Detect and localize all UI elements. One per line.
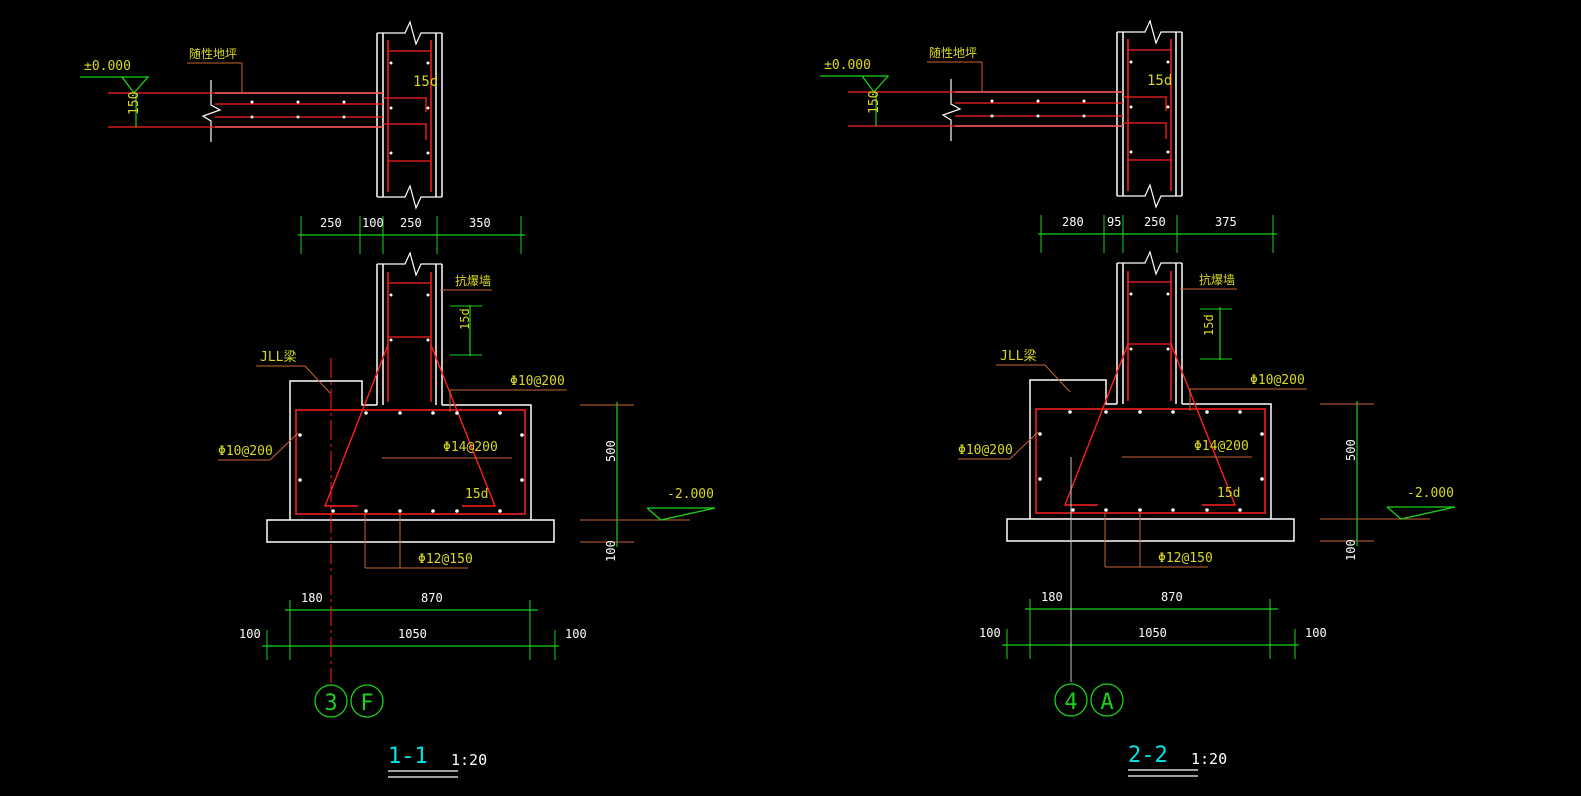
svg-text:500: 500 [1344, 439, 1358, 461]
svg-text:抗爆墙: 抗爆墙 [1199, 272, 1235, 287]
svg-text:100: 100 [604, 540, 618, 562]
axis-bubble-a: A [1100, 690, 1113, 715]
svg-text:100: 100 [239, 627, 261, 641]
svg-text:180: 180 [1041, 590, 1063, 604]
svg-text:500: 500 [604, 440, 618, 462]
slab [848, 79, 1123, 141]
axis-bubble-4: 4 [1064, 690, 1077, 715]
bottom-dimensions: 180 870 100 1050 100 [979, 590, 1327, 659]
elevation-top-label: ±0.000 [84, 59, 131, 74]
svg-text:250: 250 [400, 216, 422, 230]
height-dimension: 500 100 [1320, 401, 1374, 561]
section-1-1: ±0.000 150 随性地坪 15d 250 100 250 350 [80, 20, 716, 778]
svg-text:100: 100 [1305, 626, 1327, 640]
slab-label: 随性地坪 [187, 46, 243, 93]
rebar-anchor-label: 15d [465, 487, 488, 502]
beam-label: JLL梁 [256, 350, 331, 394]
elevation-bottom: -2.000 [634, 487, 716, 521]
svg-text:抗爆墙: 抗爆墙 [455, 273, 491, 288]
diagonal-bar-right [430, 344, 497, 507]
svg-text:JLL梁: JLL梁 [1000, 349, 1036, 364]
svg-text:1:20: 1:20 [1191, 750, 1227, 768]
svg-text:Φ10@200: Φ10@200 [510, 374, 565, 389]
svg-text:870: 870 [1161, 590, 1183, 604]
top-dimensions: 280 95 250 375 [1038, 215, 1277, 253]
wall-upper [376, 20, 443, 210]
rebar-anchor-label: 15d [1217, 486, 1240, 501]
break-line-slab [201, 80, 222, 142]
rebar-bottom-label: Φ12@150 [364, 514, 473, 569]
svg-text:1050: 1050 [1138, 626, 1167, 640]
wall-anchor-label: 15d [413, 74, 438, 90]
svg-text:Φ10@200: Φ10@200 [958, 443, 1013, 458]
rebar-top-label: Φ10@200 [1189, 373, 1307, 411]
section-title: 2-2 1:20 [1128, 743, 1227, 777]
rebar-diag-label: Φ14@200 [1194, 439, 1249, 454]
wall-lower [376, 251, 443, 405]
svg-text:180: 180 [301, 591, 323, 605]
wall-upper [1116, 19, 1183, 209]
section-title: 1-1 1:20 [388, 744, 487, 778]
svg-text:100: 100 [565, 627, 587, 641]
svg-text:JLL梁: JLL梁 [260, 350, 296, 365]
beam-label: JLL梁 [996, 349, 1071, 393]
svg-text:100: 100 [1344, 539, 1358, 561]
svg-text:375: 375 [1215, 215, 1237, 229]
svg-text:随性地坪: 随性地坪 [189, 46, 237, 61]
svg-text:随性地坪: 随性地坪 [929, 45, 977, 60]
height-dimension: 500 100 [580, 402, 634, 562]
wall-anchor-label: 15d [1147, 73, 1172, 89]
diagonal-bar-left [323, 344, 389, 507]
svg-text:280: 280 [1062, 215, 1084, 229]
svg-text:250: 250 [320, 216, 342, 230]
svg-text:1050: 1050 [398, 627, 427, 641]
svg-text:1-1: 1-1 [388, 744, 428, 769]
slab [108, 80, 383, 142]
slab-thickness-label: 150 [127, 92, 142, 115]
svg-text:Φ12@150: Φ12@150 [418, 552, 473, 567]
footing [990, 60, 1295, 542]
rebar-bottom-label: Φ12@150 [1104, 513, 1213, 568]
svg-text:250: 250 [1144, 215, 1166, 229]
top-dimensions: 250 100 250 350 [298, 216, 525, 254]
axis-bubble-f: F [360, 691, 373, 716]
wall-label: 抗爆墙 15d [1180, 272, 1237, 360]
svg-text:2-2: 2-2 [1128, 743, 1168, 768]
svg-text:1:20: 1:20 [451, 751, 487, 769]
elevation-top: ±0.000 150 [820, 58, 890, 126]
svg-text:Φ10@200: Φ10@200 [1250, 373, 1305, 388]
axis-bubble-3: 3 [324, 691, 337, 716]
rebar-top-label: Φ10@200 [449, 374, 567, 412]
svg-text:15d: 15d [1202, 314, 1216, 336]
slab-label: 随性地坪 [927, 45, 983, 92]
svg-text:±0.000: ±0.000 [824, 58, 871, 73]
svg-text:150: 150 [867, 91, 882, 114]
wall-label: 抗爆墙 15d [440, 273, 492, 356]
svg-text:100: 100 [362, 216, 384, 230]
svg-text:15d: 15d [458, 308, 472, 330]
svg-text:95: 95 [1107, 215, 1121, 229]
svg-text:Φ10@200: Φ10@200 [218, 444, 273, 459]
svg-text:100: 100 [979, 626, 1001, 640]
axis-line: 3 F [314, 358, 384, 718]
svg-text:870: 870 [421, 591, 443, 605]
axis-line: 4 A [1054, 457, 1124, 717]
footing [250, 61, 555, 543]
bottom-dimensions: 180 870 100 1050 100 [239, 591, 587, 660]
svg-text:350: 350 [469, 216, 491, 230]
rebar-left-label: Φ10@200 [958, 431, 1039, 460]
rebar-diag-label: Φ14@200 [443, 440, 498, 455]
break-line-bottom [377, 184, 442, 210]
elevation-bottom: -2.000 [1374, 486, 1456, 520]
section-2-2: ±0.000 150 随性地坪 15d 280 95 250 375 [820, 19, 1456, 777]
wall-lower [1116, 250, 1183, 404]
break-line-top [377, 20, 442, 46]
svg-text:-2.000: -2.000 [1407, 486, 1454, 501]
svg-text:Φ12@150: Φ12@150 [1158, 551, 1213, 566]
rebar-left-label: Φ10@200 [218, 432, 299, 461]
elevation-top: ±0.000 150 [80, 59, 150, 127]
svg-text:-2.000: -2.000 [667, 487, 714, 502]
